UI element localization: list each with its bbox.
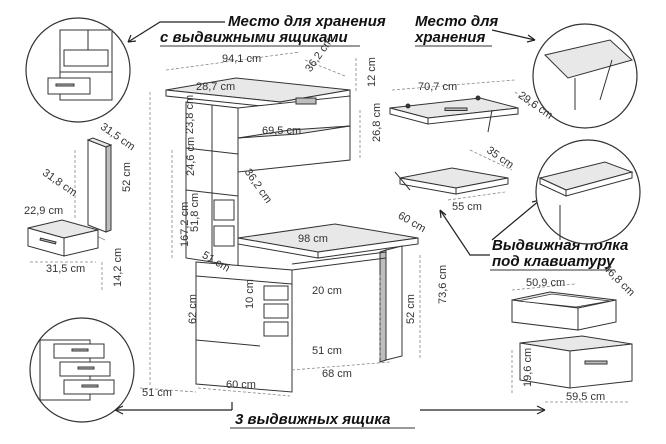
dim-small-drawer-h: 14,2 cm — [112, 248, 124, 287]
dim-desk-depth: 60 cm — [396, 210, 428, 235]
top-storage-shelf — [389, 95, 519, 133]
dim-kb-width: 55 cm — [452, 201, 482, 213]
small-drawer — [27, 219, 99, 257]
dim-upper-height: 12 cm — [366, 57, 378, 87]
dim-shelf-h2: 24,6 cm — [185, 137, 197, 176]
dim-legroom-width: 20 cm — [312, 285, 342, 297]
caption-storage-drawers-line2: с выдвижными ящиками — [160, 29, 348, 46]
big-drawer-front — [519, 335, 633, 389]
detail-circle-top-right — [532, 23, 638, 129]
caption-storage-line2: хранения — [414, 29, 485, 46]
dim-left-col-width: 28,7 cm — [196, 81, 235, 93]
dim-drawer-h: 10 cm — [244, 279, 256, 309]
keyboard-shelf — [394, 167, 509, 195]
dim-legroom-height: 52 cm — [405, 294, 417, 324]
dim-small-drawer-width: 22,9 cm — [24, 205, 63, 217]
dimension-lines — [30, 51, 630, 403]
dim-big-drawer-width: 50,9 cm — [526, 277, 565, 289]
caption-three-drawers: 3 выдвижных ящика — [235, 411, 390, 428]
dim-base-width: 60 cm — [226, 379, 256, 391]
caption-storage-line1: Место для — [415, 13, 498, 30]
dim-big-drawer-w2: 59,5 cm — [566, 391, 605, 403]
dim-shelf-width: 69,5 cm — [262, 125, 301, 137]
dim-leg-depth: 51 cm — [312, 345, 342, 357]
dim-shelf-h3: 51,8 cm — [189, 193, 201, 232]
main-desk — [165, 77, 419, 393]
detail-circle-bottom-left — [29, 317, 135, 423]
caption-storage-drawers-line1: Место для хранения — [228, 13, 386, 30]
big-drawer-top — [511, 291, 617, 331]
dim-total-height: 167,2 cm — [179, 202, 191, 247]
detail-circle-keyboard-shelf — [535, 139, 641, 245]
dim-main-width: 94,1 cm — [222, 53, 261, 65]
dim-top-shelf-width: 70,7 cm — [418, 81, 457, 93]
dim-base-right-width: 68 cm — [322, 368, 352, 380]
dim-small-drawer-depth: 31,8 cm — [40, 167, 79, 199]
callout-arrows — [114, 21, 546, 415]
side-panel — [86, 137, 113, 241]
detail-circle-top-left — [25, 17, 131, 123]
dim-base-depth: 51 cm — [142, 387, 172, 399]
dim-shelf-h1: 23,8 cm — [184, 95, 196, 134]
dim-small-drawer-w2: 31,5 cm — [46, 263, 85, 275]
dim-lower-height: 62 cm — [187, 294, 199, 324]
dim-big-drawer-h: 19,6 cm — [522, 348, 534, 387]
dim-panel-height: 52 cm — [121, 162, 133, 192]
caption-keyboard-shelf-line2: под клавиатуру — [492, 253, 615, 270]
dim-kb-depth: 35 cm — [484, 144, 515, 171]
dim-side-height: 26,8 cm — [371, 103, 383, 142]
dim-inner-depth: 36,2 cm — [242, 167, 274, 206]
dim-big-drawer-depth: 46,8 cm — [601, 263, 637, 299]
dim-desk-width: 98 cm — [298, 233, 328, 245]
dim-desk-height: 73,6 cm — [437, 265, 449, 304]
